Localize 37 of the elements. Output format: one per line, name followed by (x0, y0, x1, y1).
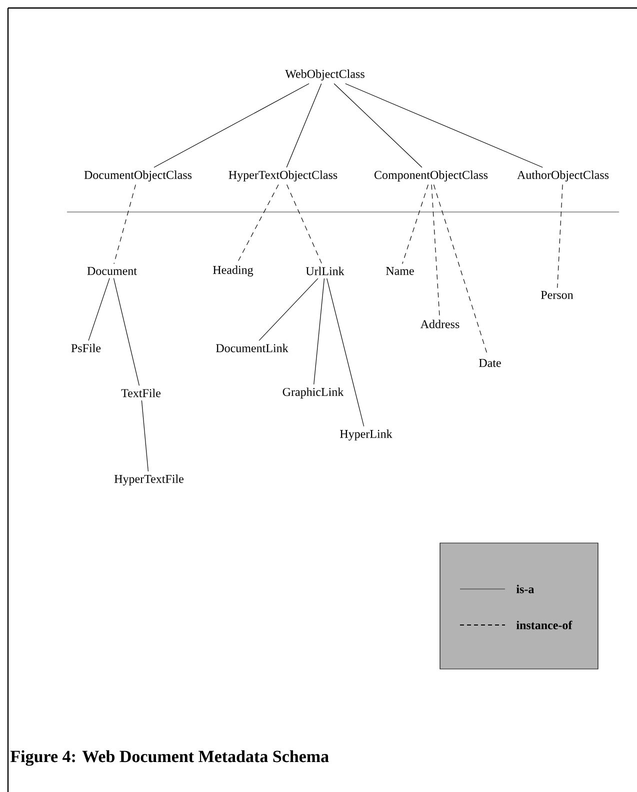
legend-label: instance-of (516, 620, 572, 630)
connector-line (345, 83, 543, 168)
class-label: UrlLink (306, 266, 344, 276)
class-label: Name (386, 267, 414, 275)
connector-line (258, 278, 318, 341)
class-label: Document (87, 267, 137, 275)
class-label: PsFile (71, 344, 101, 352)
class-label: Address (420, 320, 460, 328)
class-label: ComponentObjectClass (374, 170, 488, 182)
connector-line (326, 278, 364, 427)
connector-line (141, 400, 148, 472)
connector-line (314, 278, 325, 385)
connector-line (113, 278, 140, 386)
class-label: DocumentObjectClass (84, 170, 192, 182)
class-label: HyperTextFile (114, 474, 184, 486)
connector-line (114, 184, 136, 264)
class-label: DocumentLink (216, 344, 288, 352)
legend-label: is-a (516, 584, 534, 594)
connector-line (334, 83, 422, 168)
class-label: TextFile (121, 388, 160, 398)
connector-line (286, 83, 322, 168)
class-label: AuthorObjectClass (517, 170, 609, 182)
class-label: WebObjectClass (285, 70, 364, 80)
connector-line (154, 83, 310, 168)
class-label: Date (479, 359, 501, 367)
figure-caption: Figure 4: Web Document Metadata Schema (10, 750, 329, 766)
class-label: HyperLink (340, 430, 392, 440)
connector-line (557, 184, 563, 288)
class-label: GraphicLink (282, 388, 344, 398)
connector-line (402, 184, 428, 264)
class-label: HyperTextObjectClass (228, 170, 338, 182)
class-label: Heading (213, 266, 254, 276)
connector-line (431, 184, 440, 317)
connector-line (88, 278, 110, 341)
connector-line (237, 184, 279, 263)
connector-line (286, 184, 322, 264)
class-label: Person (541, 291, 574, 299)
